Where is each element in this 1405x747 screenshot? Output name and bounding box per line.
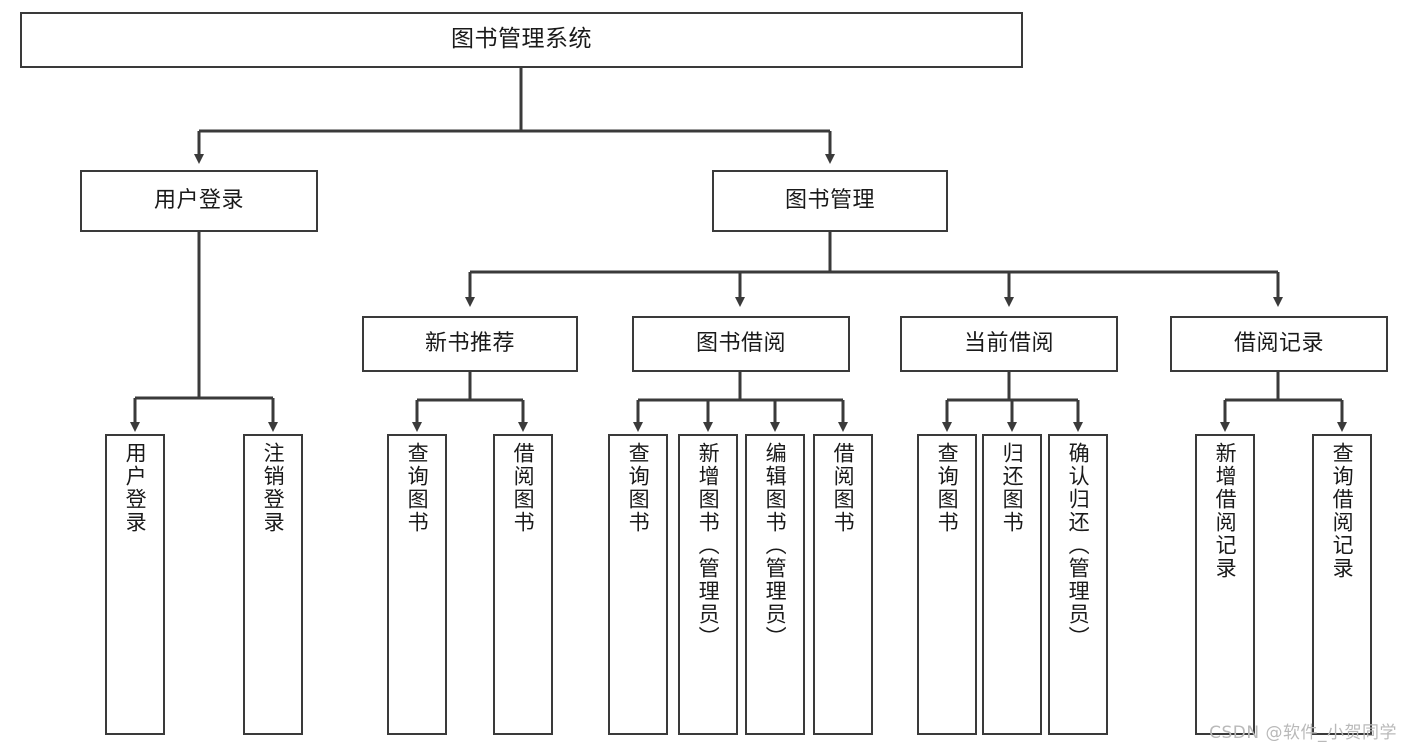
node-label: 图书管理 (784, 188, 875, 214)
leaf-borrow-book-recommend[interactable]: 借阅图书 (493, 434, 553, 735)
leaf-query-book-recommend[interactable]: 查询图书 (387, 434, 447, 735)
node-label: 确认归还（管理员） (1066, 442, 1091, 649)
leaf-add-book-admin[interactable]: 新增图书（管理员） (678, 434, 738, 735)
node-label: 新书推荐 (424, 331, 515, 357)
watermark: CSDN @软件_小贺同学 (1209, 723, 1397, 743)
node-label: 新增借阅记录 (1213, 442, 1238, 580)
node-book-borrow[interactable]: 图书借阅 (632, 316, 850, 372)
leaf-user-login[interactable]: 用户登录 (105, 434, 165, 735)
leaf-query-borrow-record[interactable]: 查询借阅记录 (1312, 434, 1372, 735)
leaf-edit-book-admin[interactable]: 编辑图书（管理员） (745, 434, 805, 735)
node-current-borrow[interactable]: 当前借阅 (900, 316, 1118, 372)
node-label: 注销登录 (261, 442, 286, 534)
leaf-add-borrow-record[interactable]: 新增借阅记录 (1195, 434, 1255, 735)
leaf-confirm-return-admin[interactable]: 确认归还（管理员） (1048, 434, 1108, 735)
node-label: 图书借阅 (695, 331, 786, 357)
node-book-management[interactable]: 图书管理 (712, 170, 948, 232)
node-user-login[interactable]: 用户登录 (80, 170, 318, 232)
node-label: 借阅图书 (831, 442, 856, 534)
node-label: 查询借阅记录 (1330, 442, 1355, 580)
node-label: 归还图书 (1000, 442, 1025, 534)
node-label: 借阅记录 (1233, 331, 1324, 357)
leaf-query-book-current[interactable]: 查询图书 (917, 434, 977, 735)
leaf-query-book-borrow[interactable]: 查询图书 (608, 434, 668, 735)
node-label: 图书管理系统 (451, 26, 592, 53)
node-label: 查询图书 (626, 442, 651, 534)
node-label: 借阅图书 (511, 442, 536, 534)
node-root-system[interactable]: 图书管理系统 (20, 12, 1023, 68)
leaf-return-book[interactable]: 归还图书 (982, 434, 1042, 735)
node-label: 用户登录 (153, 188, 244, 214)
node-label: 新增图书（管理员） (696, 442, 721, 649)
node-label: 编辑图书（管理员） (763, 442, 788, 649)
node-label: 查询图书 (935, 442, 960, 534)
node-new-book-recommend[interactable]: 新书推荐 (362, 316, 578, 372)
node-label: 用户登录 (123, 442, 148, 534)
node-label: 当前借阅 (963, 331, 1054, 357)
node-borrow-record[interactable]: 借阅记录 (1170, 316, 1388, 372)
leaf-logout[interactable]: 注销登录 (243, 434, 303, 735)
node-label: 查询图书 (405, 442, 430, 534)
leaf-borrow-book[interactable]: 借阅图书 (813, 434, 873, 735)
